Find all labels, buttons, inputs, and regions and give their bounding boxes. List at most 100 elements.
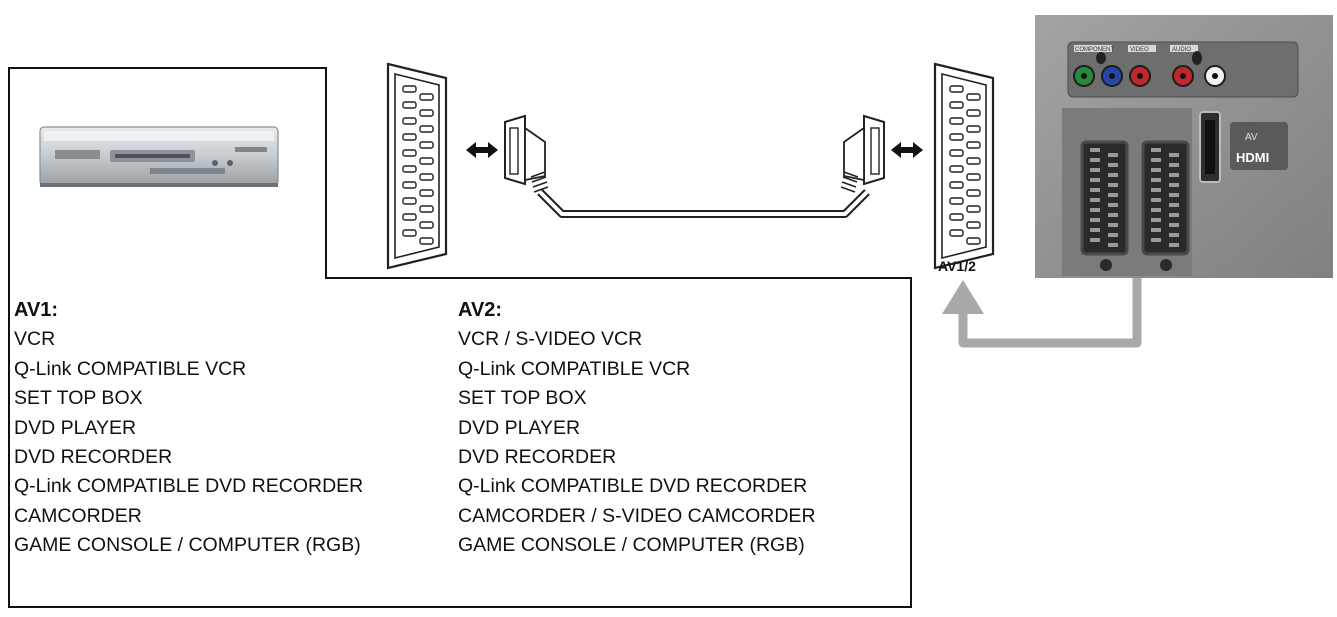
tv-scart-pin [1169, 173, 1179, 177]
av1-item: CAMCORDER [14, 504, 142, 527]
tv-scart-pin [1090, 168, 1100, 172]
scart-pin [966, 93, 981, 101]
tv-scart-pin [1108, 163, 1118, 167]
tv-scart-pin [1108, 203, 1118, 207]
tv-scart-pin [1151, 208, 1161, 212]
av-badge: AV [1245, 132, 1258, 143]
tv-scart-pin [1169, 223, 1179, 227]
vcr-icon [39, 126, 279, 187]
tv-scart-pin [1169, 233, 1179, 237]
tv-scart-pin [1151, 228, 1161, 232]
tv-scart-pin [1108, 213, 1118, 217]
tv-scart-pin [1108, 183, 1118, 187]
av2-item: DVD PLAYER [458, 416, 581, 439]
tv-scart-pin [1151, 218, 1161, 222]
tv-scart-pin [1169, 153, 1179, 157]
hdmi-port: AV HDMI [1199, 111, 1288, 183]
tv-scart-pin [1151, 158, 1161, 162]
scart-pin [949, 197, 964, 205]
av2-item: Q-Link COMPATIBLE VCR [458, 357, 691, 380]
av1-device-list: AV1: VCR Q-Link COMPATIBLE VCR SET TOP B… [14, 296, 363, 561]
scart-pin [419, 221, 434, 229]
av-port-label: AV1/2 [938, 258, 976, 274]
video-label: VIDEO [1130, 47, 1149, 53]
tv-scart-pin [1151, 168, 1161, 172]
scart-pin [419, 205, 434, 213]
right-scart-socket [933, 62, 995, 270]
av2-item: SET TOP BOX [458, 387, 587, 410]
scart-pin [949, 133, 964, 141]
tv-scart-pin [1108, 243, 1118, 247]
scart-pin [402, 181, 417, 189]
tv-scart-pin [1090, 218, 1100, 222]
av2-item: VCR / S-VIDEO VCR [458, 328, 643, 351]
scart-pin [419, 189, 434, 197]
scart-pin [949, 117, 964, 125]
tv-scart-pin [1090, 228, 1100, 232]
scart-pin [419, 125, 434, 133]
tv-scart-pin [1151, 148, 1161, 152]
tv-scart-sockets [1062, 108, 1192, 276]
scart-pin [402, 85, 417, 93]
tv-scart-pin [1108, 233, 1118, 237]
scart-pin [966, 109, 981, 117]
av2-item: GAME CONSOLE / COMPUTER (RGB) [458, 534, 805, 557]
scart-cable [504, 114, 885, 218]
tv-scart-pin [1169, 203, 1179, 207]
component-label: COMPONENT [1075, 47, 1114, 53]
av1-item: DVD PLAYER [14, 416, 137, 439]
audio-label: AUDIO [1172, 47, 1191, 53]
tv-scart-pin [1169, 193, 1179, 197]
scart-pin [949, 85, 964, 93]
tv-scart-pin [1108, 173, 1118, 177]
av1-item: GAME CONSOLE / COMPUTER (RGB) [14, 534, 361, 557]
scart-pin [949, 165, 964, 173]
tv-scart-pin [1090, 208, 1100, 212]
scart-pin [402, 149, 417, 157]
av1-item: SET TOP BOX [14, 387, 143, 410]
scart-pin [419, 173, 434, 181]
tv-scart-pin [1151, 178, 1161, 182]
scart-pin [402, 197, 417, 205]
scart-pin [402, 101, 417, 109]
av2-heading: AV2: [458, 299, 503, 321]
rca-jacks [1073, 51, 1226, 87]
tv-scart-pin [1090, 148, 1100, 152]
tv-scart-pin [1090, 238, 1100, 242]
double-arrow-right-icon [891, 142, 923, 158]
scart-pin [402, 133, 417, 141]
av2-item: CAMCORDER / S-VIDEO CAMCORDER [458, 504, 816, 527]
tv-scart-pin [1151, 198, 1161, 202]
scart-pin [419, 237, 434, 245]
scart-pin [949, 229, 964, 237]
tv-scart-pin [1151, 188, 1161, 192]
double-arrow-left-icon [466, 142, 498, 158]
scart-pin [949, 213, 964, 221]
av2-item: Q-Link COMPATIBLE DVD RECORDER [458, 475, 808, 498]
tv-scart-pin [1090, 178, 1100, 182]
scart-pin [419, 141, 434, 149]
scart-pin [949, 181, 964, 189]
tv-scart-pin [1169, 183, 1179, 187]
scart-pin [419, 157, 434, 165]
tv-scart-pin [1108, 153, 1118, 157]
tv-scart-pin [1090, 198, 1100, 202]
return-arrow-icon [942, 255, 1142, 348]
scart-pin [966, 157, 981, 165]
hdmi-badge: HDMI [1236, 150, 1269, 165]
av1-item: VCR [14, 328, 56, 351]
scart-pin [419, 109, 434, 117]
av1-heading: AV1: [14, 299, 59, 321]
tv-scart-pin [1151, 238, 1161, 242]
scart-pin [966, 141, 981, 149]
scart-pin [966, 221, 981, 229]
scart-pin [949, 101, 964, 109]
tv-scart-pin [1090, 158, 1100, 162]
scart-pin [966, 189, 981, 197]
av1-item: DVD RECORDER [14, 446, 173, 469]
device-panel-outline [8, 67, 912, 608]
tv-scart-pin [1108, 193, 1118, 197]
scart-pin [402, 229, 417, 237]
